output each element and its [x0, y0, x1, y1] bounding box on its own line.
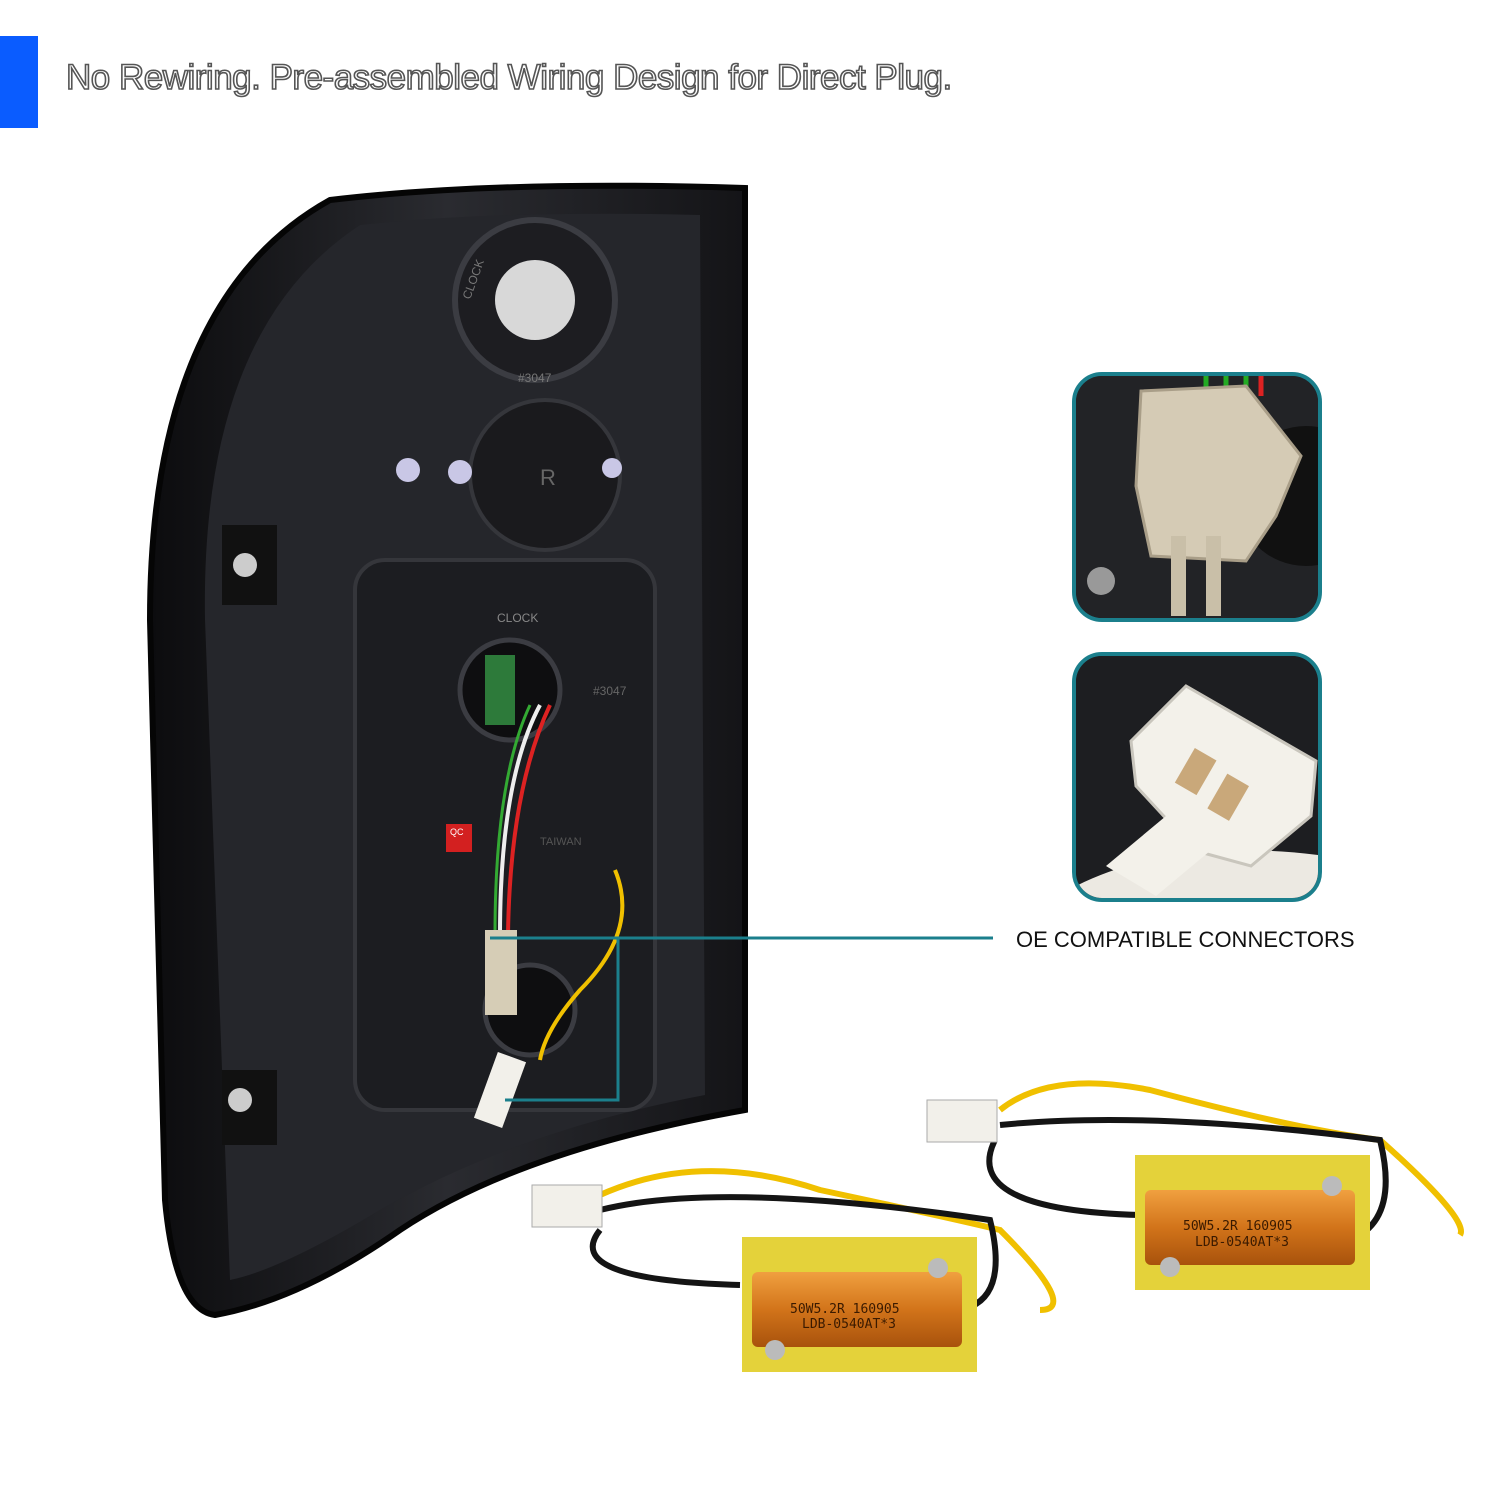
load-resistor-2: 50W5.2R 160905 LDB-0540AT*3: [926, 1080, 1464, 1290]
white-connector-closeup: [1072, 652, 1322, 902]
callout-line: [490, 936, 993, 1102]
marking-clock-2: CLOCK: [497, 611, 538, 625]
accent-bar: [0, 36, 38, 128]
marking-3047: #3047: [518, 371, 552, 385]
callout-label: OE COMPATIBLE CONNECTORS: [1016, 927, 1355, 952]
marking-r: R: [540, 465, 556, 490]
qc-sticker: QC: [450, 827, 464, 837]
beige-connector: [485, 930, 517, 1015]
resistor-1-rating: 50W5.2R 160905: [790, 1302, 900, 1317]
marking-3047-2: #3047: [593, 684, 627, 698]
white-connector: [473, 1051, 527, 1129]
resistor-1-model: LDB-0540AT*3: [802, 1317, 896, 1332]
resistor-2-rating: 50W5.2R 160905: [1183, 1219, 1293, 1234]
headline: No Rewiring. Pre-assembled Wiring Design…: [65, 57, 953, 98]
tail-light-housing: CLOCK #3047 R CLOCK #3047 QC TAIWAN: [146, 182, 748, 1319]
beige-connector-closeup: [1072, 372, 1322, 622]
resistor-2-model: LDB-0540AT*3: [1195, 1235, 1289, 1250]
marking-taiwan: TAIWAN: [540, 836, 582, 848]
load-resistor-1: 50W5.2R 160905 LDB-0540AT*3: [531, 1168, 1057, 1372]
